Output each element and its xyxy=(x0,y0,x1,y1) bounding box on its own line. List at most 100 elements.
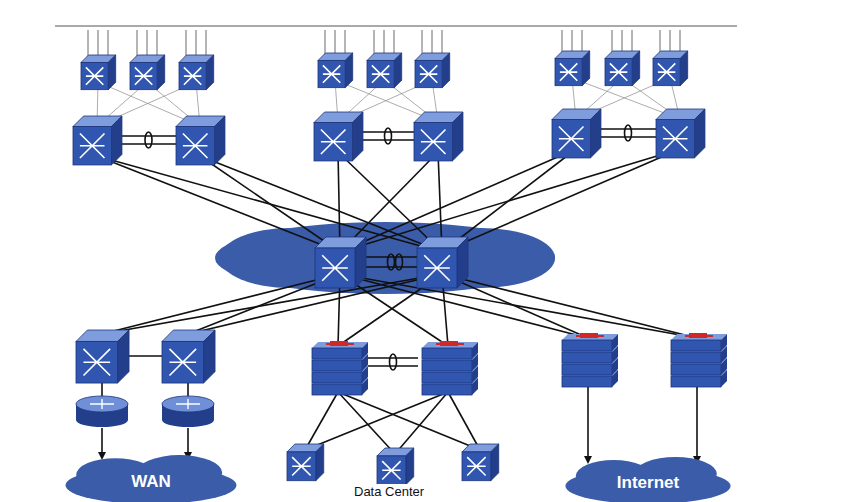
firewall-icon xyxy=(562,333,618,387)
switch-front xyxy=(377,456,406,485)
switch-icon xyxy=(605,51,640,86)
wires xyxy=(88,30,697,462)
switch-side xyxy=(457,237,468,288)
switch-arrows xyxy=(559,126,584,151)
switch-arrows xyxy=(663,126,688,151)
link-line xyxy=(305,392,448,450)
top-rule xyxy=(55,26,737,27)
slab-front xyxy=(671,340,721,351)
switch-icon xyxy=(287,444,324,481)
switch-arrows xyxy=(80,133,105,158)
caption-label: Data Center xyxy=(352,484,426,499)
link-line xyxy=(200,156,442,252)
switch-arrows xyxy=(86,67,103,84)
slab-front xyxy=(562,352,612,363)
switch-arrows xyxy=(323,65,340,82)
slab-front xyxy=(422,348,472,359)
switch-arrows xyxy=(169,349,196,376)
slab-front xyxy=(312,372,362,383)
switch-arrows xyxy=(321,129,346,154)
switch-arrows xyxy=(421,129,446,154)
switch-front xyxy=(314,123,352,161)
switch-icon xyxy=(367,53,402,88)
firewall-brick xyxy=(326,343,354,345)
link-line xyxy=(340,149,680,252)
switch-front xyxy=(73,127,111,165)
switch-side xyxy=(590,109,601,158)
bundle-ring xyxy=(625,125,632,141)
switch-icon xyxy=(315,237,366,288)
switch-icon xyxy=(81,55,116,90)
switch-side xyxy=(316,444,324,481)
link-line xyxy=(115,135,182,137)
switch-side xyxy=(452,112,463,161)
link-line xyxy=(102,274,340,334)
switch-side xyxy=(394,53,401,88)
link-line xyxy=(594,136,662,138)
core-cloud xyxy=(405,228,555,288)
bundle-ring xyxy=(396,254,403,270)
arrow-line xyxy=(696,386,698,462)
firewall-brick xyxy=(436,343,464,345)
switch-icon xyxy=(179,55,214,90)
switch-icon xyxy=(314,112,363,161)
link-line xyxy=(356,139,420,141)
link-line xyxy=(594,128,662,130)
switch-arrows xyxy=(658,63,675,80)
slab-front xyxy=(562,376,612,387)
switch-front xyxy=(417,248,457,288)
switch-icon xyxy=(318,53,353,88)
switch-front xyxy=(315,248,355,288)
switch-icon xyxy=(656,109,705,158)
link-line xyxy=(340,149,576,252)
link-line xyxy=(360,256,422,258)
switch-icon xyxy=(130,55,165,90)
switch-side xyxy=(108,55,115,90)
switch-icon xyxy=(415,53,450,88)
switch-side xyxy=(582,51,589,86)
switch-icon xyxy=(377,448,414,485)
switch-front xyxy=(605,58,632,85)
router-top xyxy=(76,396,128,412)
link-line xyxy=(360,266,422,268)
switch-front xyxy=(414,123,452,161)
switch-icon xyxy=(76,330,129,383)
switch-arrows xyxy=(610,63,627,80)
switch-icon xyxy=(417,237,468,288)
switch-front xyxy=(415,60,442,87)
bundle-ring xyxy=(145,132,152,148)
link-line xyxy=(448,392,480,450)
slab-side xyxy=(362,342,368,359)
link-line xyxy=(340,274,697,338)
switch-side xyxy=(111,116,122,165)
bundle-ring xyxy=(385,128,392,144)
slab-top xyxy=(312,342,368,348)
switch-arrows xyxy=(372,65,389,82)
switch-side xyxy=(406,448,414,485)
switch-icon xyxy=(73,116,122,165)
switch-arrows xyxy=(467,457,485,475)
switch-icon xyxy=(162,330,215,383)
link-line xyxy=(356,131,420,133)
switch-icon xyxy=(176,116,225,165)
switch-side xyxy=(442,53,449,88)
arrow-line xyxy=(101,428,103,458)
link-line xyxy=(368,365,418,367)
switch-arrows xyxy=(382,461,400,479)
switch-arrows xyxy=(183,133,208,158)
slab-side xyxy=(472,342,478,359)
switch-front xyxy=(367,60,394,87)
switch-front xyxy=(130,62,157,89)
switch-front xyxy=(176,127,214,165)
link-line xyxy=(305,392,338,450)
switch-arrows xyxy=(184,67,201,84)
switch-side xyxy=(118,330,129,383)
slab-top xyxy=(422,342,478,348)
switch-icon xyxy=(555,51,590,86)
router-arrows xyxy=(176,399,200,409)
arrow-line xyxy=(187,428,189,458)
switch-icon xyxy=(653,51,688,86)
slab-side xyxy=(721,334,727,351)
switch-side xyxy=(214,116,225,165)
